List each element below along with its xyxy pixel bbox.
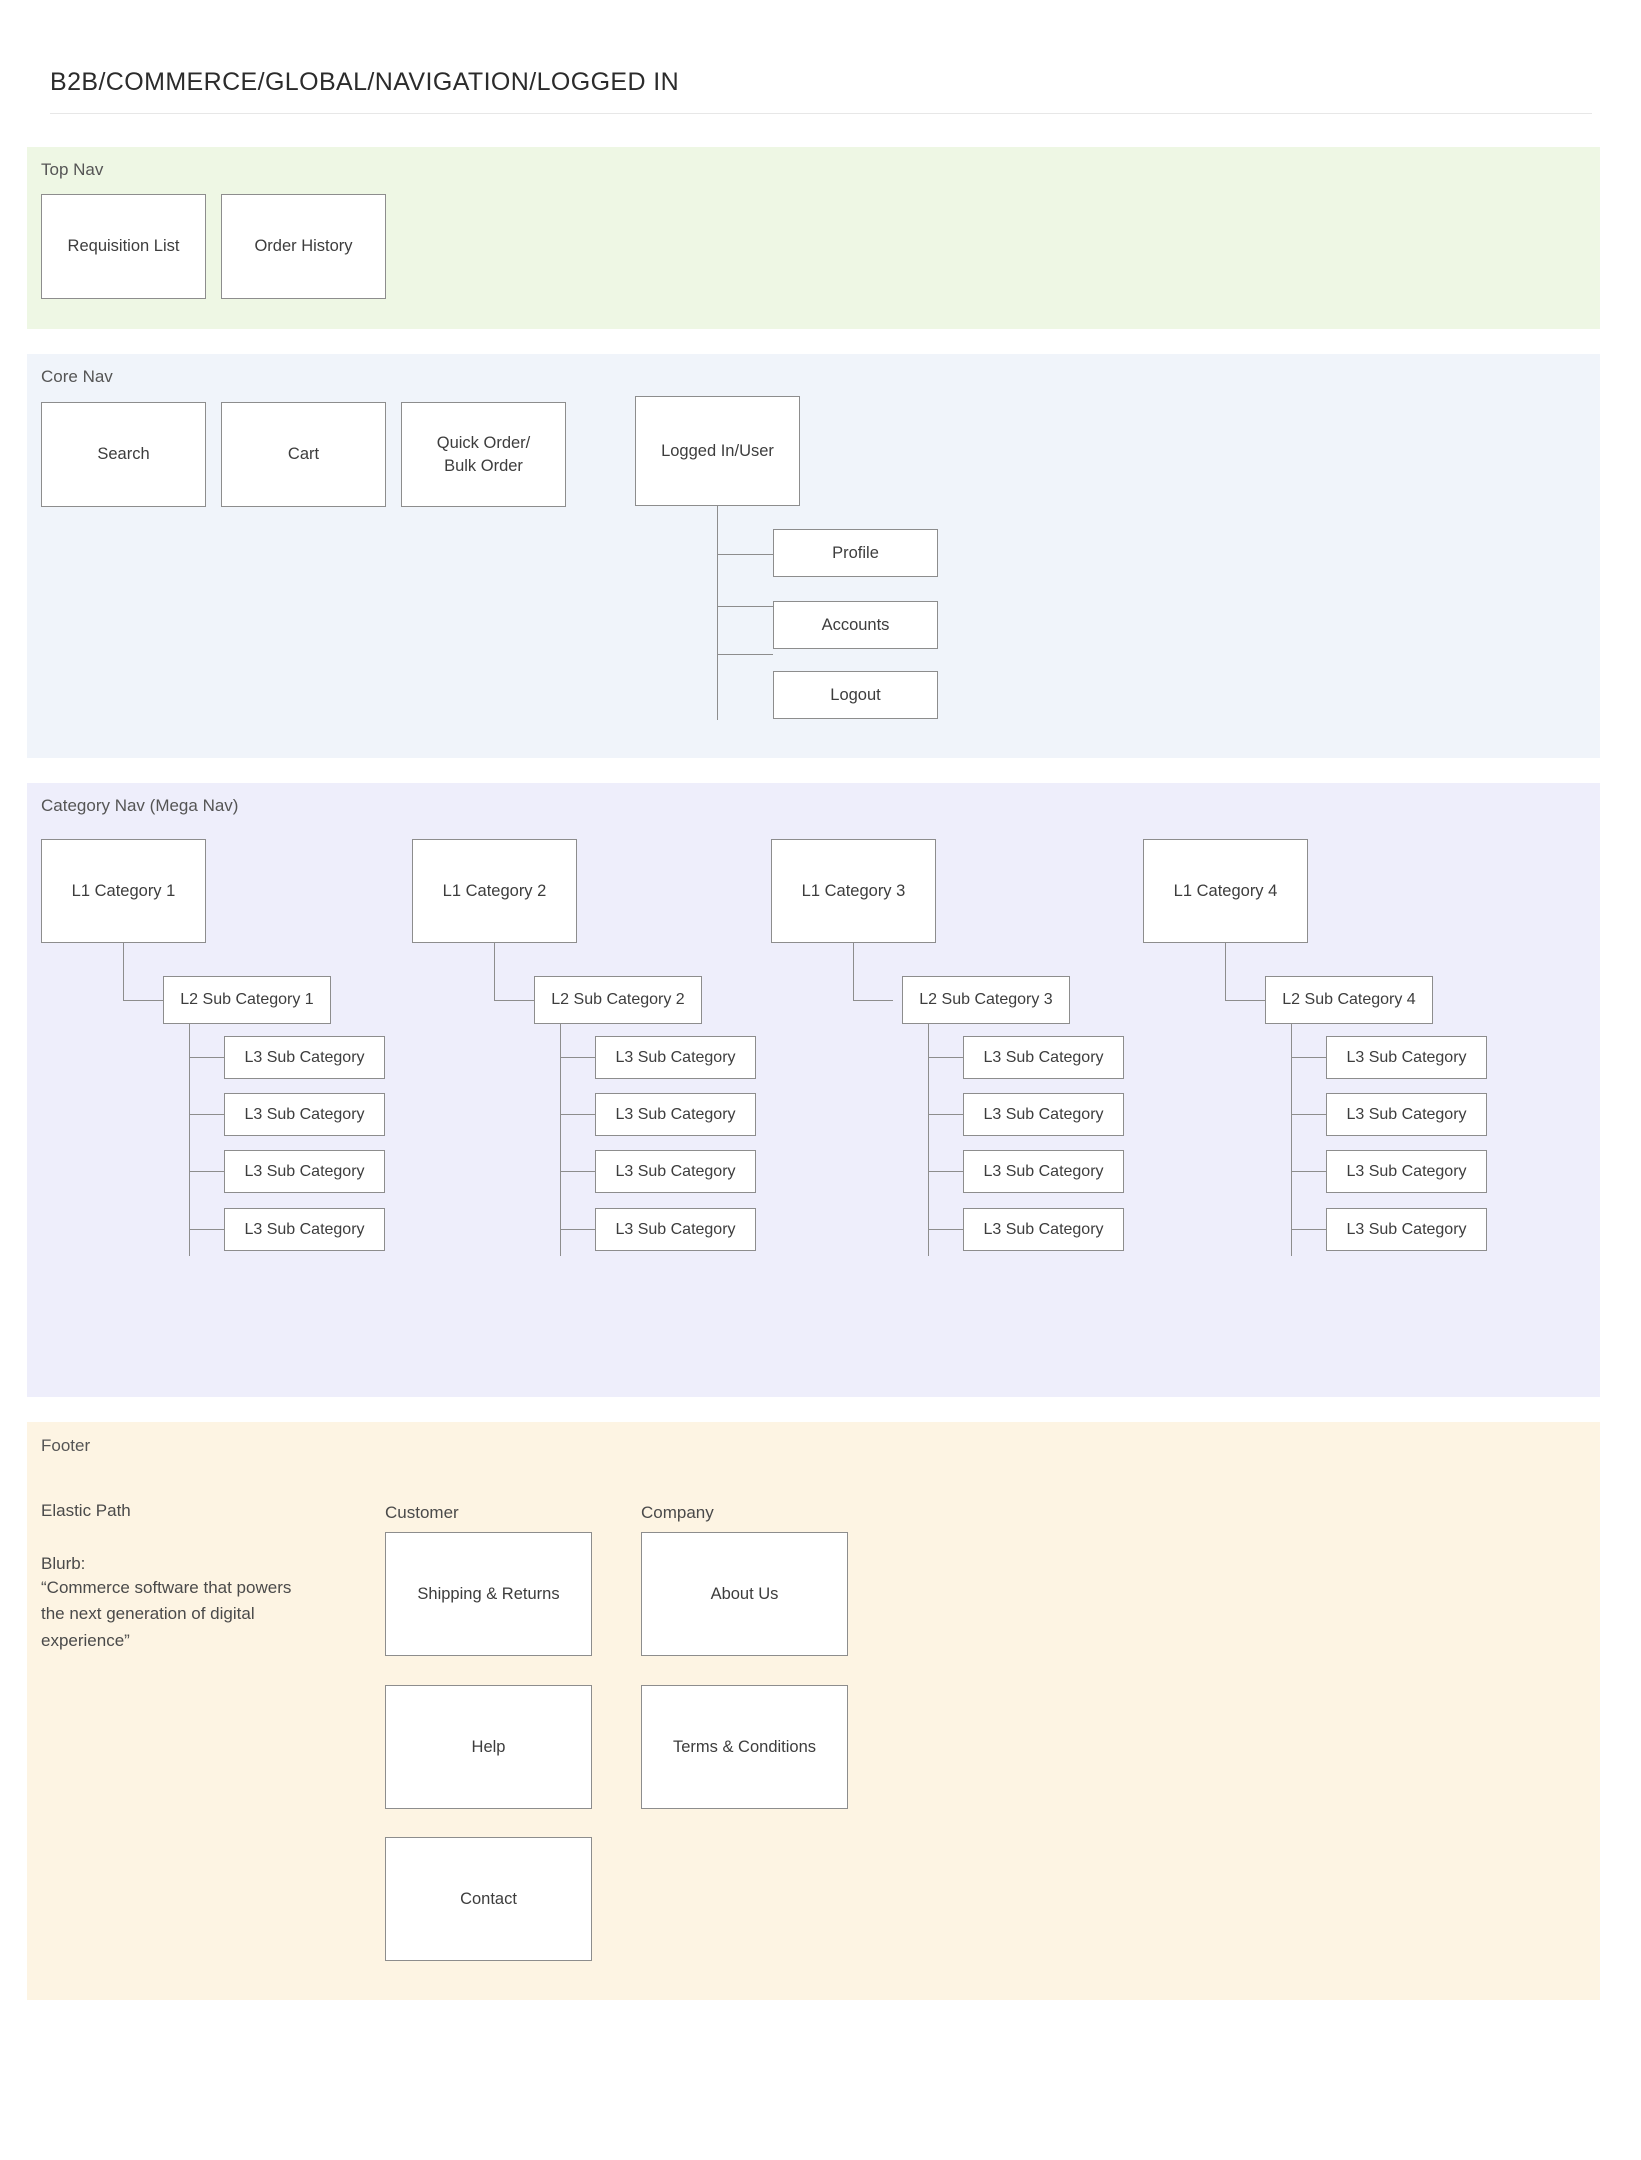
connector-c2-l3-1 [560, 1057, 595, 1058]
connector-c3-l3-2 [928, 1114, 963, 1115]
node-logged-in-user[interactable]: Logged In/User [635, 396, 800, 506]
connector-user-trunk [717, 506, 718, 720]
node-contact[interactable]: Contact [385, 1837, 592, 1961]
connector-c1-l1-l2 [123, 1000, 163, 1001]
node-l3-sub-category[interactable]: L3 Sub Category [595, 1036, 756, 1079]
node-shipping-and-returns[interactable]: Shipping & Returns [385, 1532, 592, 1656]
node-l1-category-1[interactable]: L1 Category 1 [41, 839, 206, 943]
node-l3-sub-category[interactable]: L3 Sub Category [963, 1036, 1124, 1079]
connector-c4-l3-3 [1291, 1171, 1326, 1172]
node-l1-category-4[interactable]: L1 Category 4 [1143, 839, 1308, 943]
node-terms-and-conditions[interactable]: Terms & Conditions [641, 1685, 848, 1809]
connector-c3-l1-trunk [853, 943, 854, 1001]
connector-user-accounts [717, 606, 773, 607]
connector-c2-l1-trunk [494, 943, 495, 1001]
page-header: B2B/COMMERCE/GLOBAL/NAVIGATION/LOGGED IN [0, 0, 1641, 116]
header-divider [50, 113, 1592, 114]
footer-column-heading-company: Company [641, 1503, 714, 1522]
connector-c3-l3-4 [928, 1229, 963, 1230]
connector-c1-l3-4 [189, 1229, 224, 1230]
node-l3-sub-category[interactable]: L3 Sub Category [595, 1093, 756, 1136]
connector-c4-l3-1 [1291, 1057, 1326, 1058]
section-category-nav: Category Nav (Mega Nav) L1 Category 1 L2… [27, 783, 1600, 1397]
footer-brand-name: Elastic Path [41, 1501, 131, 1520]
node-l1-category-2[interactable]: L1 Category 2 [412, 839, 577, 943]
node-about-us[interactable]: About Us [641, 1532, 848, 1656]
connector-c2-l3-4 [560, 1229, 595, 1230]
node-order-history[interactable]: Order History [221, 194, 386, 299]
connector-user-profile [717, 554, 773, 555]
connector-c3-l3-1 [928, 1057, 963, 1058]
node-requisition-list[interactable]: Requisition List [41, 194, 206, 299]
section-top-nav: Top Nav Requisition List Order History [27, 147, 1600, 329]
section-label-core-nav: Core Nav [41, 367, 113, 386]
connector-c4-l3-4 [1291, 1229, 1326, 1230]
node-l3-sub-category[interactable]: L3 Sub Category [963, 1208, 1124, 1251]
connector-c1-l3-3 [189, 1171, 224, 1172]
connector-c3-l3-3 [928, 1171, 963, 1172]
connector-user-logout [717, 654, 773, 655]
connector-c4-l1-l2 [1225, 1000, 1265, 1001]
connector-c2-l3-3 [560, 1171, 595, 1172]
connector-c2-l1-l2 [494, 1000, 534, 1001]
connector-c1-l3-1 [189, 1057, 224, 1058]
section-label-top-nav: Top Nav [41, 160, 104, 179]
section-label-footer: Footer [41, 1436, 91, 1455]
footer-blurb-label: Blurb: [41, 1554, 86, 1573]
footer-blurb-text: “Commerce software that powers the next … [41, 1578, 292, 1650]
node-l3-sub-category[interactable]: L3 Sub Category [224, 1036, 385, 1079]
node-l2-sub-category-4[interactable]: L2 Sub Category 4 [1265, 976, 1433, 1024]
connector-c1-l2-trunk [189, 1024, 190, 1256]
node-logout[interactable]: Logout [773, 671, 938, 719]
connector-c4-l3-2 [1291, 1114, 1326, 1115]
connector-c2-l2-trunk [560, 1024, 561, 1256]
node-quick-order-bulk-order[interactable]: Quick Order/ Bulk Order [401, 402, 566, 507]
section-core-nav: Core Nav Search Cart Quick Order/ Bulk O… [27, 354, 1600, 758]
node-accounts[interactable]: Accounts [773, 601, 938, 649]
node-l3-sub-category[interactable]: L3 Sub Category [1326, 1150, 1487, 1193]
connector-c1-l1-trunk [123, 943, 124, 1001]
connector-c1-l3-2 [189, 1114, 224, 1115]
footer-column-heading-customer: Customer [385, 1503, 459, 1522]
connector-c4-l2-trunk [1291, 1024, 1292, 1256]
connector-c4-l1-trunk [1225, 943, 1226, 1001]
section-footer: Footer Elastic Path Blurb: “Commerce sof… [27, 1422, 1600, 2000]
section-label-category-nav: Category Nav (Mega Nav) [41, 796, 239, 815]
node-cart[interactable]: Cart [221, 402, 386, 507]
node-help[interactable]: Help [385, 1685, 592, 1809]
connector-c3-l1-l2 [853, 1000, 893, 1001]
node-profile[interactable]: Profile [773, 529, 938, 577]
page-title: B2B/COMMERCE/GLOBAL/NAVIGATION/LOGGED IN [50, 68, 680, 96]
node-l3-sub-category[interactable]: L3 Sub Category [1326, 1036, 1487, 1079]
node-l2-sub-category-2[interactable]: L2 Sub Category 2 [534, 976, 702, 1024]
node-l3-sub-category[interactable]: L3 Sub Category [595, 1208, 756, 1251]
node-l3-sub-category[interactable]: L3 Sub Category [224, 1093, 385, 1136]
node-l2-sub-category-3[interactable]: L2 Sub Category 3 [902, 976, 1070, 1024]
connector-c2-l3-2 [560, 1114, 595, 1115]
connector-c3-l2-trunk [928, 1024, 929, 1256]
node-l3-sub-category[interactable]: L3 Sub Category [595, 1150, 756, 1193]
node-l3-sub-category[interactable]: L3 Sub Category [224, 1208, 385, 1251]
node-l3-sub-category[interactable]: L3 Sub Category [1326, 1208, 1487, 1251]
node-search[interactable]: Search [41, 402, 206, 507]
node-l2-sub-category-1[interactable]: L2 Sub Category 1 [163, 976, 331, 1024]
node-l1-category-3[interactable]: L1 Category 3 [771, 839, 936, 943]
node-l3-sub-category[interactable]: L3 Sub Category [1326, 1093, 1487, 1136]
node-l3-sub-category[interactable]: L3 Sub Category [963, 1093, 1124, 1136]
node-l3-sub-category[interactable]: L3 Sub Category [224, 1150, 385, 1193]
node-l3-sub-category[interactable]: L3 Sub Category [963, 1150, 1124, 1193]
